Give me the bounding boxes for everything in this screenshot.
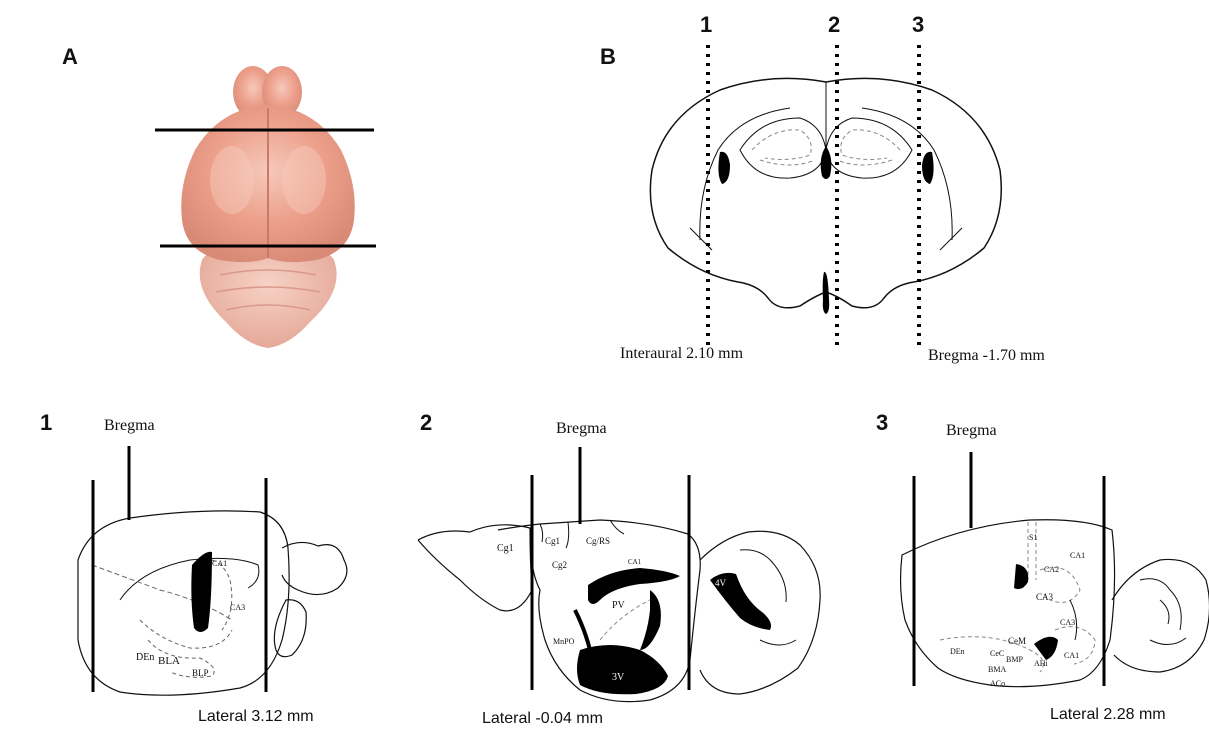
region-label: CA1 [1064,651,1079,660]
region-label: CeM [1008,636,1026,646]
region-label: AHi [1034,659,1049,668]
region-label: ACo [990,679,1005,688]
region-label: CeC [990,649,1004,658]
region-label: S1 [1029,533,1037,542]
region-label: CA3 [1036,592,1054,602]
region-label: BMA [988,665,1006,674]
region-label: CA3 [1060,618,1075,627]
region-label: CA2 [1044,565,1059,574]
region-label: BMP [1006,655,1023,664]
region-label: DEn [950,647,965,656]
region-label: CA1 [1070,551,1085,560]
